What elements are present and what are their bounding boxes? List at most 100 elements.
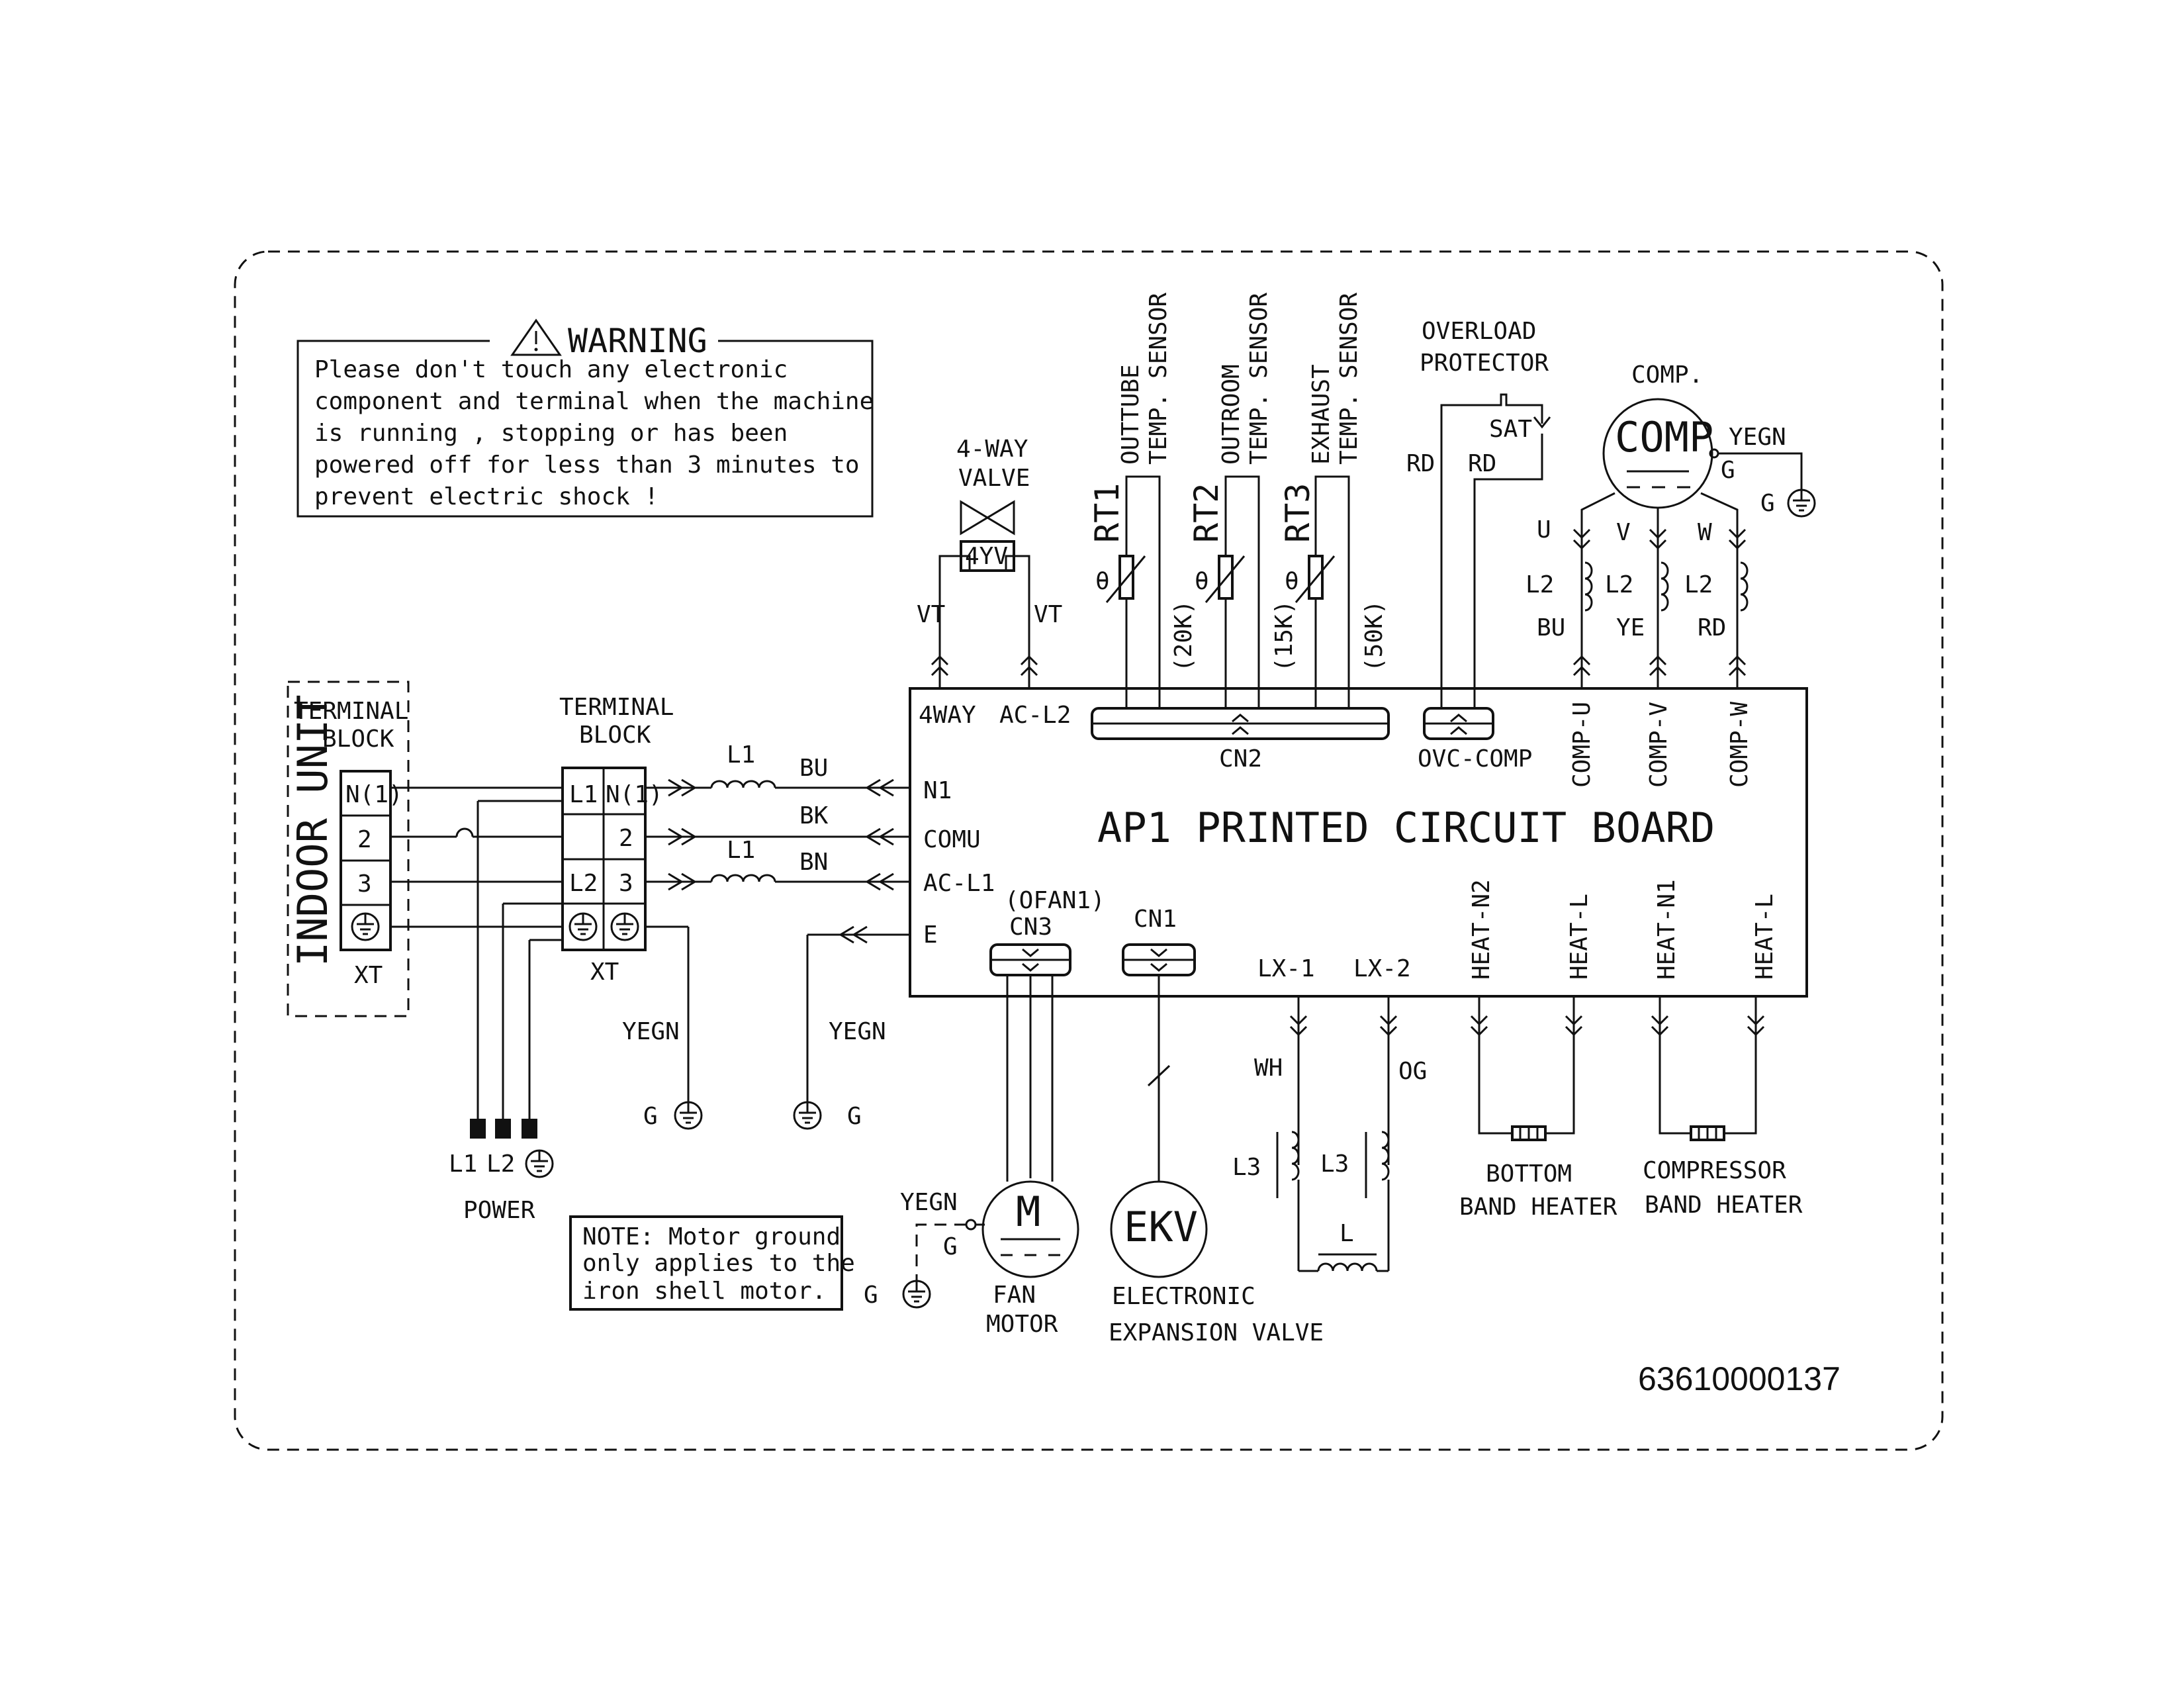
compressor-band-heater: COMPRESSOR BAND HEATER <box>1643 996 1803 1219</box>
comp-ground-label: G <box>1760 490 1775 517</box>
sensor-name: TEMP. SENSOR <box>1336 293 1363 465</box>
theta-symbol: θ <box>1195 568 1209 595</box>
comp-wire-color: RD <box>1698 614 1726 641</box>
temp-sensor-2: OUTROOM TEMP. SENSOR RT2 (15K) θ <box>1187 293 1298 708</box>
expansion-valve: EKV ELECTRONIC EXPANSION VALVE <box>1109 975 1324 1346</box>
indoor-block-title: BLOCK <box>322 726 394 753</box>
indoor-unit-label: INDOOR UNIT <box>289 694 337 966</box>
ekv-symbol: EKV <box>1124 1203 1198 1251</box>
outdoor-terminal-left: L1 <box>569 781 598 808</box>
warning-box: WARNING Please don't touch any electroni… <box>296 318 874 518</box>
reactor-wire-color: WH <box>1254 1055 1283 1082</box>
valve-wire-label: VT <box>917 601 945 628</box>
ground-label: G <box>643 1103 658 1130</box>
overload-title: PROTECTOR <box>1420 350 1549 377</box>
lx-port-label: LX-1 <box>1257 955 1315 982</box>
sensor-rt-label: RT3 <box>1279 483 1317 543</box>
diagram-frame <box>234 250 1944 1451</box>
comp-phase-label: V <box>1616 519 1631 546</box>
bottom-band-heater: BOTTOM BAND HEATER <box>1459 996 1617 1221</box>
outdoor-block-title: BLOCK <box>579 722 651 749</box>
pcb-port-label: N1 <box>923 777 952 804</box>
sensor-resistance: (15K) <box>1271 600 1298 672</box>
sensor-resistance: (20K) <box>1170 600 1197 672</box>
comp-ground-label: G <box>1721 457 1735 484</box>
overload-wire-label: RD <box>1406 450 1435 477</box>
temp-sensor-1: OUTTUBE TEMP. SENSOR RT1 (20K) θ <box>1088 293 1197 708</box>
cn1-label: CN1 <box>1134 906 1177 933</box>
ekv-title: EXPANSION VALVE <box>1109 1319 1324 1346</box>
reactor-coil-label: L3 <box>1232 1154 1261 1181</box>
sensor-rt-label: RT1 <box>1088 483 1126 543</box>
reactor-coil-label: L3 <box>1320 1150 1349 1178</box>
indoor-terminal: 3 <box>357 870 372 898</box>
pcb-port-label: AC-L2 <box>999 702 1071 729</box>
valve-symbol-icon <box>960 500 1015 536</box>
overload-wire-label: RD <box>1468 450 1496 477</box>
coil-icon <box>1584 561 1593 612</box>
pcb-port-label: COMU <box>923 826 981 853</box>
coil-icon <box>1381 1131 1390 1181</box>
motor-symbol-icon <box>981 1180 1079 1278</box>
warning-triangle-icon <box>510 318 562 356</box>
sensor-resistance: (50K) <box>1361 600 1388 672</box>
lx-port-label: LX-2 <box>1353 955 1411 982</box>
heater-title: BAND HEATER <box>1459 1194 1617 1221</box>
reactor-wire-color: OG <box>1398 1058 1427 1085</box>
heater-title: BAND HEATER <box>1645 1192 1803 1219</box>
coil-icon <box>1739 561 1749 612</box>
supply-wires: L1 L1 BU BK BN <box>645 741 910 891</box>
ground-icon <box>674 1101 703 1130</box>
fan-symbol: M <box>1016 1188 1040 1236</box>
heater-title: COMPRESSOR <box>1643 1157 1786 1184</box>
outdoor-terminal-right: N(1) <box>606 781 663 808</box>
warning-line: prevent electric shock ! <box>314 483 659 510</box>
fan-title: MOTOR <box>986 1311 1058 1338</box>
note-line: only applies to the <box>582 1250 855 1277</box>
ground-icon <box>793 1101 822 1130</box>
comp-wire-color: BU <box>1537 614 1565 641</box>
cn3-label: CN3 <box>1009 914 1052 941</box>
reactor-label: L1 <box>727 741 755 769</box>
power-title: POWER <box>463 1197 535 1224</box>
indoor-unit: TERMINAL BLOCK INDOOR UNIT N(1) 2 3 XT <box>287 680 410 1017</box>
fan-title: FAN <box>993 1282 1036 1309</box>
pcb-title: AP1 PRINTED CIRCUIT BOARD <box>1097 804 1715 852</box>
valve-title: VALVE <box>958 465 1030 492</box>
sensor-name: OUTROOM <box>1218 364 1245 465</box>
pcb-port-label: 4WAY <box>919 702 976 729</box>
outdoor-block-title: TERMINAL <box>559 694 674 721</box>
heat-port-label: HEAT-N2 <box>1468 879 1495 980</box>
comp-coil-label: L2 <box>1605 571 1633 598</box>
heat-port-label: HEAT-N1 <box>1653 879 1680 980</box>
coil-icon <box>1291 1131 1300 1181</box>
outdoor-xt-label: XT <box>590 959 619 986</box>
warning-line: Please don't touch any electronic <box>314 356 788 383</box>
warning-line: is running , stopping or has been <box>314 420 788 447</box>
wire-color-label: BK <box>799 802 829 829</box>
sensor-rt-label: RT2 <box>1187 483 1226 543</box>
indoor-xt-label: XT <box>354 962 383 989</box>
four-way-valve: 4-WAY VALVE 4YV VT VT <box>917 436 1062 688</box>
power-terminal-label: L2 <box>486 1150 515 1178</box>
ovc-label: OVC-COMP <box>1418 745 1532 773</box>
warning-line: component and terminal when the machine <box>314 388 874 415</box>
overload-protector: OVERLOAD PROTECTOR SAT RD RD <box>1406 318 1551 708</box>
fan-ground-wire: YEGN <box>900 1189 958 1216</box>
note-box: NOTE: Motor ground only applies to the i… <box>569 1215 855 1311</box>
indoor-terminal: N(1) <box>345 781 403 808</box>
theta-symbol: θ <box>1095 568 1110 595</box>
note-line: iron shell motor. <box>582 1278 826 1305</box>
comp-wire-color: YE <box>1616 614 1645 641</box>
comp-port-label: COMP-U <box>1569 702 1596 788</box>
compressor: COMP. COMP YEGN G G U V W <box>1525 361 1816 688</box>
valve-title: 4-WAY <box>956 436 1028 463</box>
comp-port-label: COMP-V <box>1645 702 1672 788</box>
pcb-port-label: AC-L1 <box>923 870 995 897</box>
ground-wires: YEGN G YEGN G <box>622 925 910 1130</box>
coil-icon <box>1660 561 1669 612</box>
ekv-title: ELECTRONIC <box>1112 1283 1255 1310</box>
fan-ground-label: G <box>943 1233 958 1260</box>
valve-wire-label: VT <box>1034 601 1062 628</box>
